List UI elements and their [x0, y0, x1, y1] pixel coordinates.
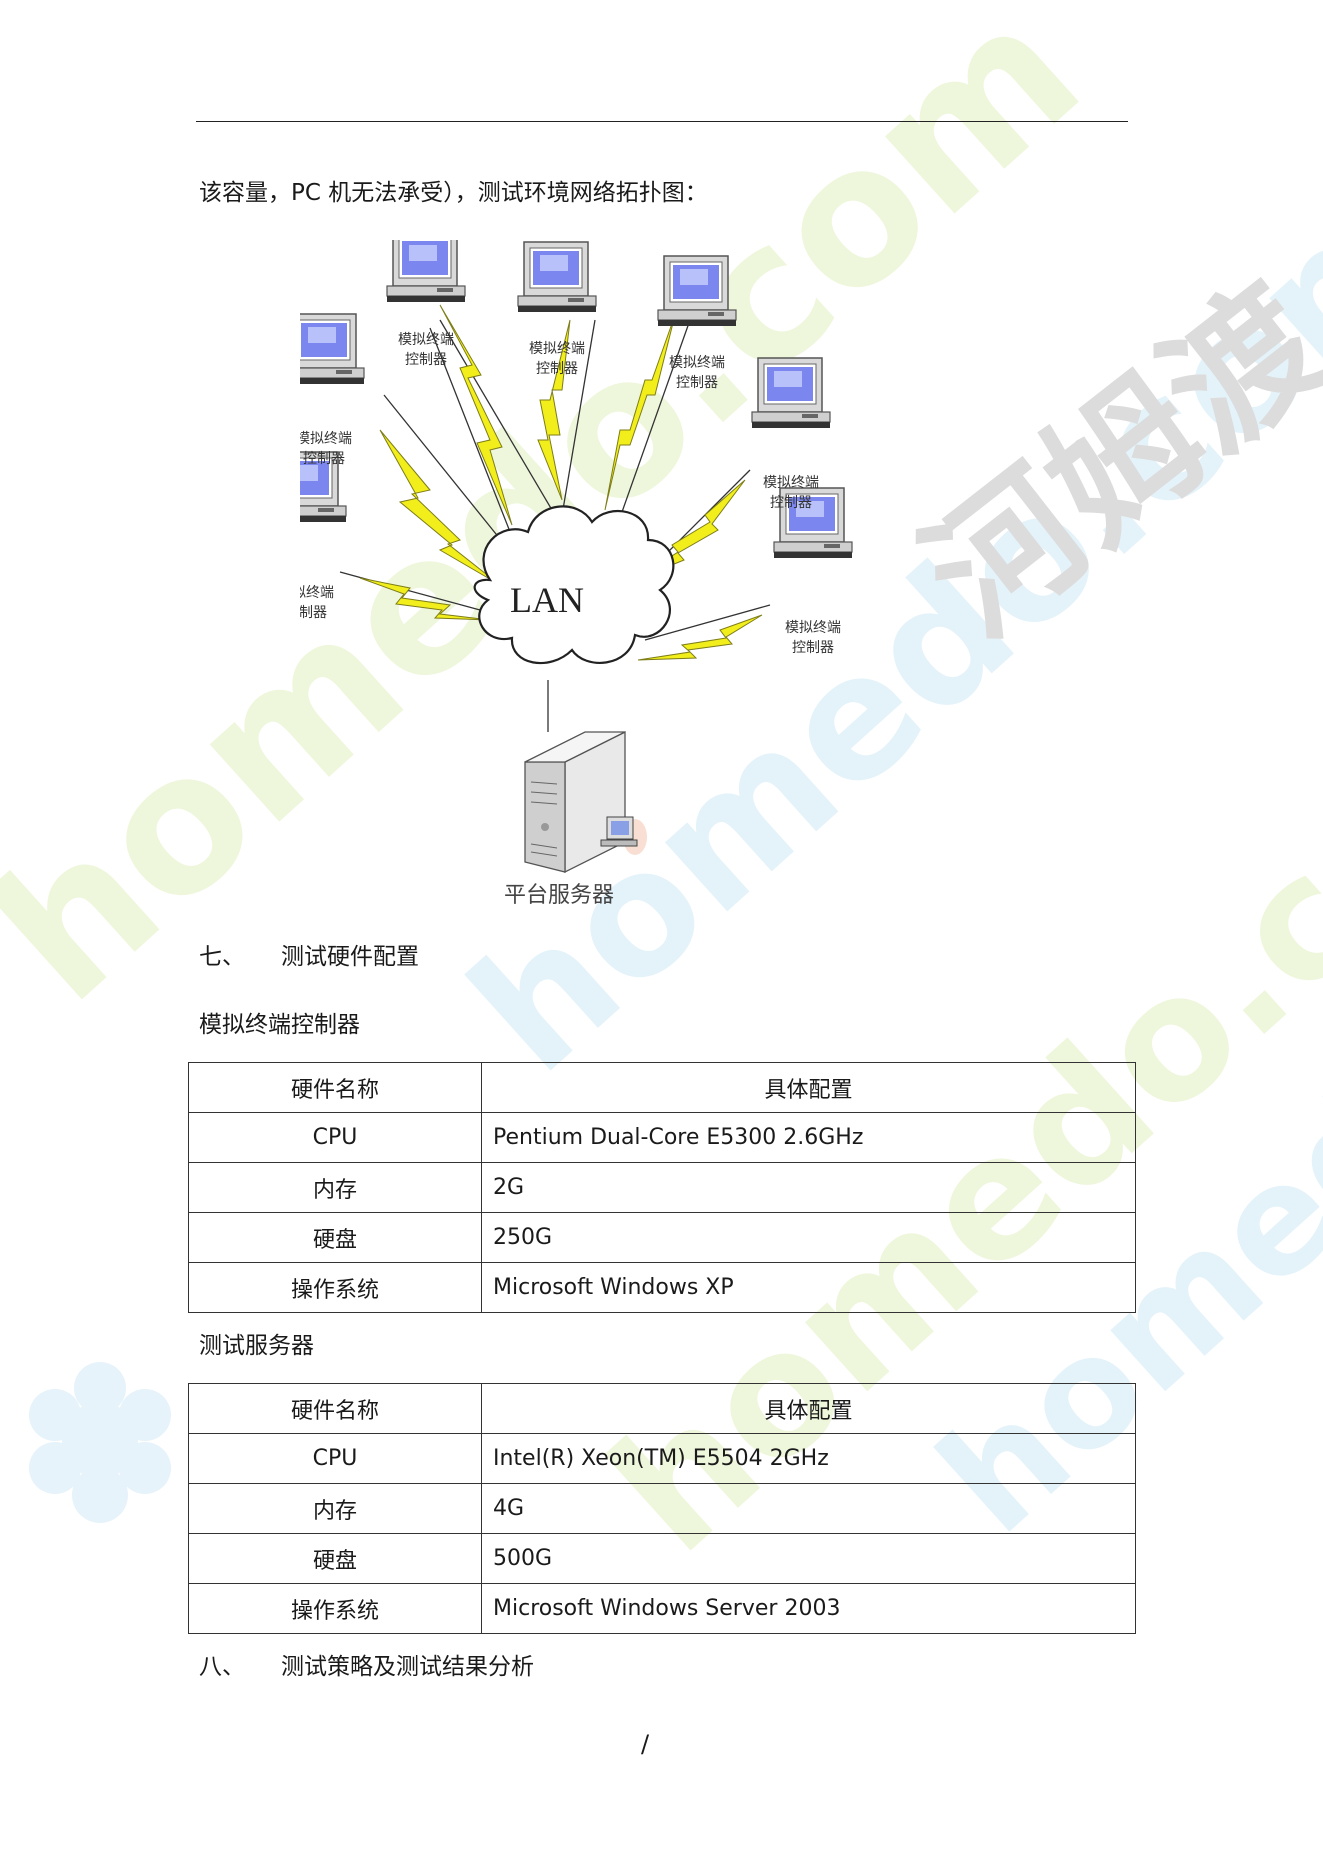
cell-config: Microsoft Windows XP	[481, 1262, 1136, 1313]
terminal-label-2a: 模拟终端	[529, 341, 585, 357]
cell-name: 操作系统	[188, 1583, 482, 1634]
lan-label: LAN	[510, 580, 584, 620]
cell-config: Intel(R) Xeon(TM) E5504 2GHz	[481, 1433, 1136, 1484]
terminal-label-1a: 模拟终端	[398, 332, 454, 348]
cell-config: 500G	[481, 1533, 1136, 1584]
test-server-spec-table: 硬件名称 具体配置 CPU Intel(R) Xeon(TM) E5504 2G…	[188, 1383, 1136, 1634]
terminal-label-6a: 模拟终端	[300, 585, 334, 601]
terminal-label-4a: 模拟终端	[300, 431, 352, 447]
intro-paragraph: 该容量，PC 机无法承受），测试环境网络拓扑图：	[199, 180, 708, 206]
table-row: 内存 4G	[188, 1483, 1136, 1534]
terminal-label-5b: 控制器	[770, 495, 812, 511]
header-cell-config: 具体配置	[481, 1383, 1136, 1434]
cell-name: 硬盘	[188, 1212, 482, 1263]
terminal-label-7b: 控制器	[792, 640, 834, 656]
section-7-title: 测试硬件配置	[281, 944, 419, 970]
cell-name: 内存	[188, 1162, 482, 1213]
terminal-pc-5	[751, 357, 831, 429]
table-row: CPU Intel(R) Xeon(TM) E5504 2GHz	[188, 1433, 1136, 1484]
table-header-row: 硬件名称 具体配置	[188, 1383, 1136, 1434]
cell-name: CPU	[188, 1433, 482, 1484]
table-header-row: 硬件名称 具体配置	[188, 1062, 1136, 1113]
page-number: /	[641, 1730, 650, 1758]
section-8-number: 八、	[199, 1654, 245, 1680]
watermark-flower-logo	[29, 1362, 171, 1523]
cell-config: 2G	[481, 1162, 1136, 1213]
terminal-label-6b: 控制器	[300, 605, 327, 621]
lan-cloud: LAN	[473, 505, 675, 665]
table2-caption: 测试服务器	[199, 1333, 314, 1359]
section-8-title: 测试策略及测试结果分析	[281, 1654, 534, 1680]
terminal-label-3b: 控制器	[676, 375, 718, 391]
terminal-label-4b: 控制器	[303, 451, 345, 467]
platform-server	[524, 730, 647, 874]
table-row: 硬盘 250G	[188, 1212, 1136, 1263]
terminal-label-1b: 控制器	[405, 352, 447, 368]
cell-name: CPU	[188, 1112, 482, 1163]
cell-config: 4G	[481, 1483, 1136, 1534]
header-cell-name: 硬件名称	[188, 1383, 482, 1434]
terminal-label-5a: 模拟终端	[763, 475, 819, 491]
terminal-label-2b: 控制器	[536, 361, 578, 377]
wireless-bolts	[359, 304, 763, 661]
cell-config: Microsoft Windows Server 2003	[481, 1583, 1136, 1634]
terminal-pc-3	[657, 255, 737, 327]
table-row: CPU Pentium Dual-Core E5300 2.6GHz	[188, 1112, 1136, 1163]
table-row: 操作系统 Microsoft Windows Server 2003	[188, 1583, 1136, 1634]
terminal-pc-2	[517, 241, 597, 313]
table-row: 内存 2G	[188, 1162, 1136, 1213]
header-cell-config: 具体配置	[481, 1062, 1136, 1113]
header-rule	[196, 121, 1128, 122]
header-cell-name: 硬件名称	[188, 1062, 482, 1113]
terminal-label-3a: 模拟终端	[669, 355, 725, 371]
section-7-number: 七、	[199, 944, 245, 970]
cell-config: Pentium Dual-Core E5300 2.6GHz	[481, 1112, 1136, 1163]
table1-caption: 模拟终端控制器	[199, 1012, 360, 1038]
cell-config: 250G	[481, 1212, 1136, 1263]
terminal-controller-spec-table: 硬件名称 具体配置 CPU Pentium Dual-Core E5300 2.…	[188, 1062, 1136, 1313]
terminal-pc-1	[386, 240, 466, 303]
terminal-label-7a: 模拟终端	[785, 620, 841, 636]
section-7-heading: 七、 测试硬件配置	[199, 942, 419, 972]
terminal-pc-4	[300, 313, 365, 385]
table-row: 硬盘 500G	[188, 1533, 1136, 1584]
network-topology-diagram: LAN 模拟终端 控制器 模拟终端 控制器 模拟终端 控制器 模拟终端 控制器 …	[300, 240, 1020, 910]
table-row: 操作系统 Microsoft Windows XP	[188, 1262, 1136, 1313]
cell-name: 操作系统	[188, 1262, 482, 1313]
server-label: 平台服务器	[504, 883, 614, 908]
section-8-heading: 八、 测试策略及测试结果分析	[199, 1652, 534, 1682]
cell-name: 硬盘	[188, 1533, 482, 1584]
cell-name: 内存	[188, 1483, 482, 1534]
